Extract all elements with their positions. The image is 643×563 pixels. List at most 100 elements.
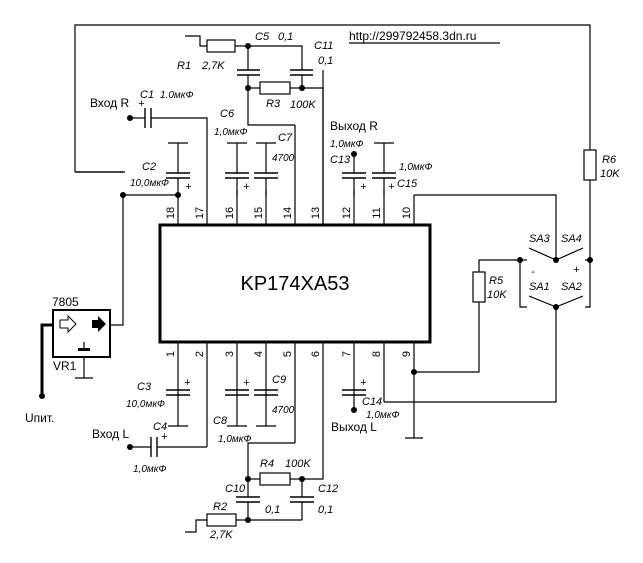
- capacitor-c5: [237, 69, 260, 76]
- c14-value: 1,0мкФ: [366, 410, 399, 421]
- wire-5v-rail: [110, 195, 124, 326]
- c5-value: 0,1: [278, 31, 293, 43]
- c10-ref: C10: [225, 483, 246, 495]
- c7-ref: C7: [278, 132, 293, 144]
- wire-top-loop: [74, 24, 591, 172]
- polarity-mark: +: [360, 181, 367, 193]
- c1-value: 1.0мкФ: [160, 90, 193, 101]
- polarity-mark: +: [388, 181, 395, 193]
- wire: [247, 88, 295, 126]
- switch-sa1-blade[interactable]: [528, 295, 557, 308]
- resistor-r4: [259, 472, 291, 486]
- pin-label-15: 15: [253, 207, 265, 219]
- wire: [151, 117, 208, 120]
- c6-ref: C6: [220, 108, 235, 120]
- website-url[interactable]: http://299792458.3dn.ru: [349, 29, 476, 43]
- c12-ref: C12: [318, 483, 338, 495]
- pin-label-12: 12: [341, 207, 353, 219]
- junction: [553, 257, 559, 263]
- polarity-mark: +: [243, 377, 250, 389]
- capacitor-c15: [372, 172, 396, 179]
- wire-supply: [40, 323, 53, 396]
- c13-value: 1,0мкФ: [330, 139, 363, 150]
- c11-ref: C11: [314, 40, 333, 52]
- regulator-input-arrow-icon: [59, 314, 77, 334]
- junction: [411, 369, 417, 375]
- c8-ref: C8: [213, 415, 228, 427]
- regulator-ground-bar: [78, 348, 90, 351]
- ic-top-pins: [177, 70, 415, 225]
- c10-value: 0,1: [265, 504, 280, 516]
- net-label-output-r: Выход R: [330, 119, 378, 133]
- capacitor-c1: [144, 108, 152, 128]
- pin-label-4: 4: [253, 351, 265, 357]
- ic-bottom-pins: [177, 342, 415, 447]
- c11-value: 0,1: [318, 55, 333, 67]
- c3-value: 10,0мкФ: [126, 399, 165, 410]
- pin-label-3: 3: [224, 351, 236, 357]
- minus-label: -: [531, 266, 535, 278]
- wire: [302, 87, 324, 225]
- pin-label-6: 6: [310, 351, 322, 357]
- wire: [478, 259, 520, 272]
- pin-label-2: 2: [194, 351, 206, 357]
- wire: [302, 440, 324, 480]
- resistor-r3: [259, 81, 291, 95]
- output-l-terminal[interactable]: [351, 407, 357, 413]
- pin-label-16: 16: [224, 207, 236, 219]
- capacitor-c10: [236, 496, 260, 503]
- pin-label-14: 14: [282, 207, 294, 219]
- sa1-label: SA1: [529, 281, 550, 293]
- capacitor-c6: [225, 172, 249, 179]
- pin-label-9: 9: [401, 351, 413, 357]
- c9-value: 4700: [272, 405, 295, 416]
- capacitor-c7: [254, 172, 278, 179]
- c4-ref: C4: [153, 421, 167, 433]
- wire: [248, 45, 303, 70]
- pin-label-10: 10: [401, 207, 413, 219]
- net-label-input-l: Вход L: [92, 427, 129, 441]
- r5-value: 10K: [487, 289, 507, 301]
- junction: [175, 192, 181, 198]
- c13-ref: C13: [330, 154, 351, 166]
- wire: [384, 307, 557, 403]
- ic-label: KP174XA53: [241, 273, 350, 295]
- wire: [185, 519, 207, 533]
- pin-label-1: 1: [165, 351, 177, 357]
- polarity-mark: +: [138, 98, 145, 110]
- sa4-label: SA4: [561, 233, 582, 245]
- resistor-r6: [583, 149, 597, 181]
- capacitor-c11: [290, 69, 313, 76]
- pin-label-18: 18: [165, 207, 177, 219]
- c7-value: 4700: [272, 153, 295, 164]
- c15-ref: C15: [397, 178, 418, 190]
- switch-sa4-blade[interactable]: [555, 247, 584, 261]
- capacitor-c12: [290, 496, 314, 503]
- r1-value: 2,7K: [201, 60, 225, 72]
- sa3-label: SA3: [529, 233, 551, 245]
- c2-value: 10,0мкФ: [130, 178, 169, 189]
- sa2-label: SA2: [561, 281, 582, 293]
- c6-value: 1,0мкФ: [214, 127, 247, 138]
- r5-ref: R5: [489, 275, 504, 287]
- supply-terminal[interactable]: [39, 393, 45, 399]
- resistor-r1: [206, 39, 236, 53]
- c5-ref: C5: [255, 31, 270, 43]
- r6-ref: R6: [602, 154, 617, 166]
- r3-value: 100K: [290, 99, 316, 111]
- ic-body: [158, 223, 432, 344]
- switch-sa3-blade[interactable]: [528, 247, 557, 261]
- r4-value: 100K: [285, 458, 311, 470]
- net-label-supply: Uпит.: [25, 411, 54, 425]
- r6-value: 10K: [600, 168, 620, 180]
- regulator-ref: VR1: [53, 359, 77, 373]
- capacitor-c13: [342, 172, 366, 179]
- switch-sa2-blade[interactable]: [555, 295, 584, 308]
- r4-ref: R4: [260, 458, 274, 470]
- c12-value: 0,1: [318, 504, 333, 516]
- c15-value: 1,0мкФ: [399, 162, 432, 173]
- regulator-part: 7805: [52, 295, 79, 309]
- net-label-output-l: Выход L: [331, 420, 377, 434]
- plus-label: +: [573, 264, 580, 276]
- pin-label-8: 8: [371, 351, 383, 357]
